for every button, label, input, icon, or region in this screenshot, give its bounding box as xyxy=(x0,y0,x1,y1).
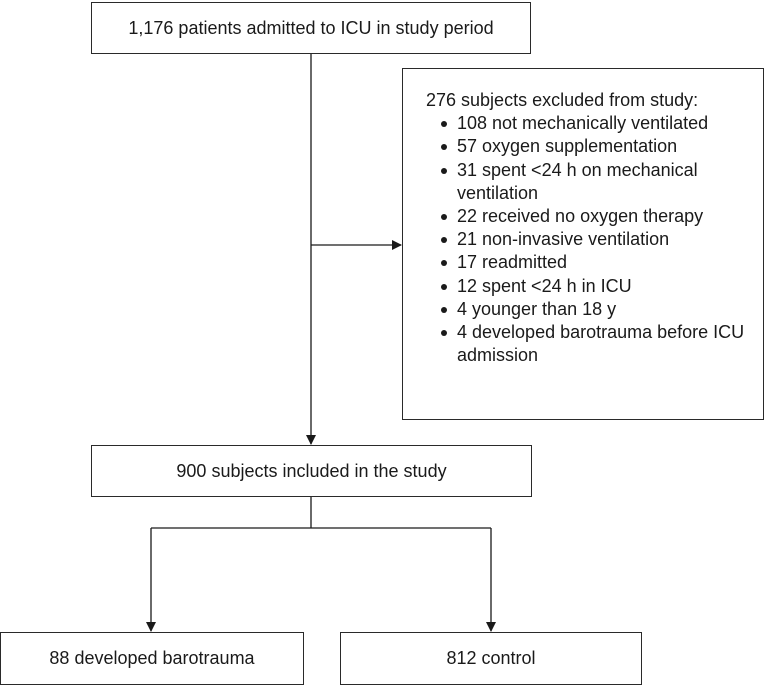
exclusion-item: 12 spent <24 h in ICU xyxy=(438,275,751,298)
excluded-title: 276 subjects excluded from study: xyxy=(426,90,699,110)
exclusion-item: 21 non-invasive ventilation xyxy=(438,228,751,251)
barotrauma-group-box: 88 developed barotrauma xyxy=(0,632,304,685)
exclusion-item: 17 readmitted xyxy=(438,251,751,274)
exclusion-list: 108 not mechanically ventilated 57 oxyge… xyxy=(426,112,751,367)
exclusion-item: 4 developed barotrauma before ICU admiss… xyxy=(438,321,751,367)
exclusion-item: 57 oxygen supplementation xyxy=(438,135,751,158)
exclusion-item: 4 younger than 18 y xyxy=(438,298,751,321)
control-group-box: 812 control xyxy=(340,632,642,685)
exclusion-item: 108 not mechanically ventilated xyxy=(438,112,751,135)
admitted-patients-box: 1,176 patients admitted to ICU in study … xyxy=(91,2,531,54)
included-subjects-text: 900 subjects included in the study xyxy=(176,460,447,481)
admitted-patients-text: 1,176 patients admitted to ICU in study … xyxy=(128,17,494,38)
exclusion-item: 31 spent <24 h on mechanical ventilation xyxy=(438,159,751,205)
barotrauma-group-text: 88 developed barotrauma xyxy=(49,648,255,668)
included-subjects-box: 900 subjects included in the study xyxy=(91,445,532,497)
exclusion-item: 22 received no oxygen therapy xyxy=(438,205,751,228)
control-group-text: 812 control xyxy=(446,648,536,668)
excluded-subjects-box: 276 subjects excluded from study: 108 no… xyxy=(402,68,764,420)
